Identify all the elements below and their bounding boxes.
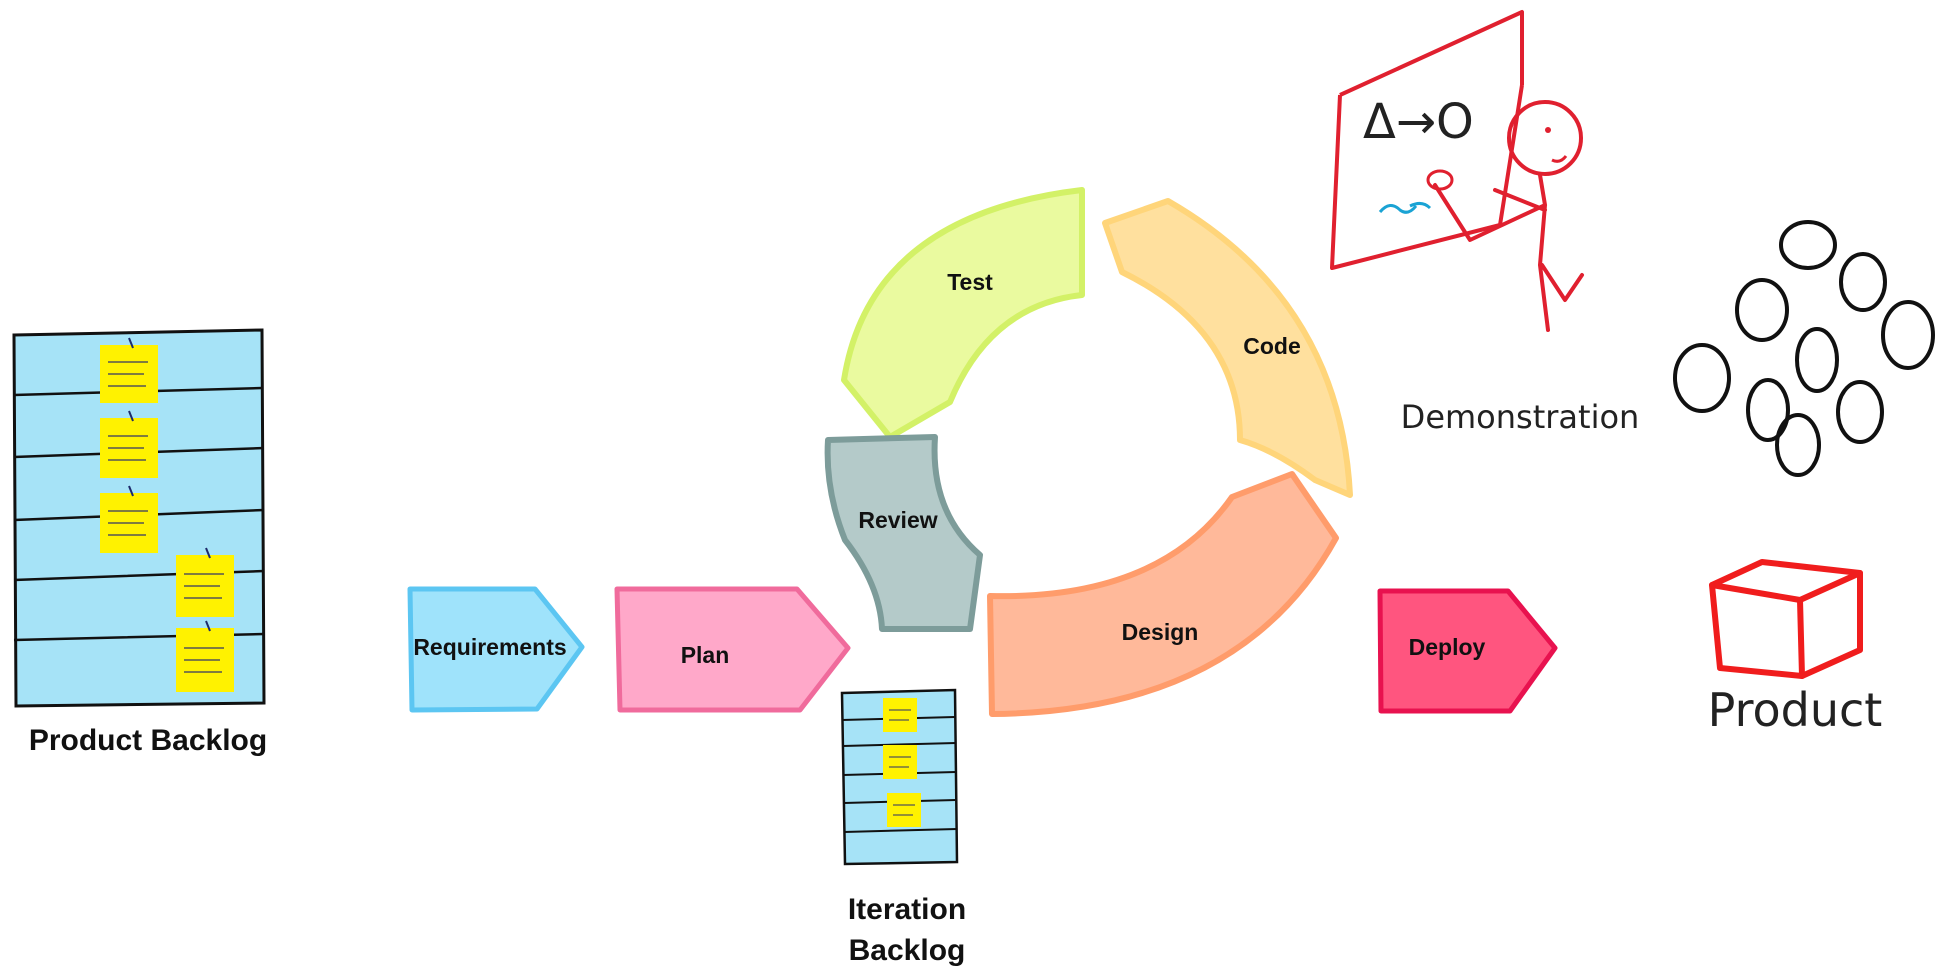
test-label: Test — [947, 269, 993, 295]
requirements-label: Requirements — [413, 634, 566, 660]
sticky-note — [176, 547, 234, 617]
audience-sketch — [1673, 220, 1935, 477]
backlog-sticky-notes — [100, 337, 234, 692]
iteration-backlog-label-line2: Backlog — [849, 934, 966, 967]
test-segment[interactable]: Test — [841, 187, 1085, 440]
sticky-note — [887, 793, 921, 827]
product-backlog-label: Product Backlog — [29, 724, 267, 757]
sticky-note — [100, 337, 158, 403]
code-segment[interactable]: Code — [1102, 198, 1353, 498]
product-box-sketch — [1709, 559, 1863, 679]
design-segment[interactable]: Design — [987, 471, 1339, 717]
sticky-note — [100, 410, 158, 478]
design-label: Design — [1122, 619, 1199, 645]
sticky-note — [176, 620, 234, 692]
sticky-note — [883, 745, 917, 779]
iteration-backlog-board — [840, 688, 959, 866]
iteration-backlog-label-line1: Iteration — [848, 893, 966, 926]
product-backlog-board — [12, 328, 266, 708]
deploy-label: Deploy — [1409, 634, 1486, 660]
demonstration-label: Demonstration — [1401, 398, 1640, 436]
whiteboard-sketch: Δ→O — [1363, 94, 1474, 150]
whiteboard-presenter-sketch: Δ→O — [1330, 10, 1584, 332]
sticky-note — [100, 485, 158, 553]
plan-arrow[interactable]: Plan — [614, 586, 851, 713]
product-label: Product — [1708, 683, 1883, 737]
review-label: Review — [858, 507, 937, 533]
review-segment[interactable]: Review — [824, 434, 983, 632]
requirements-arrow[interactable]: Requirements — [407, 586, 585, 713]
sticky-note — [883, 698, 917, 732]
code-label: Code — [1243, 333, 1301, 359]
plan-label: Plan — [681, 642, 730, 668]
deploy-arrow[interactable]: Deploy — [1377, 588, 1558, 714]
